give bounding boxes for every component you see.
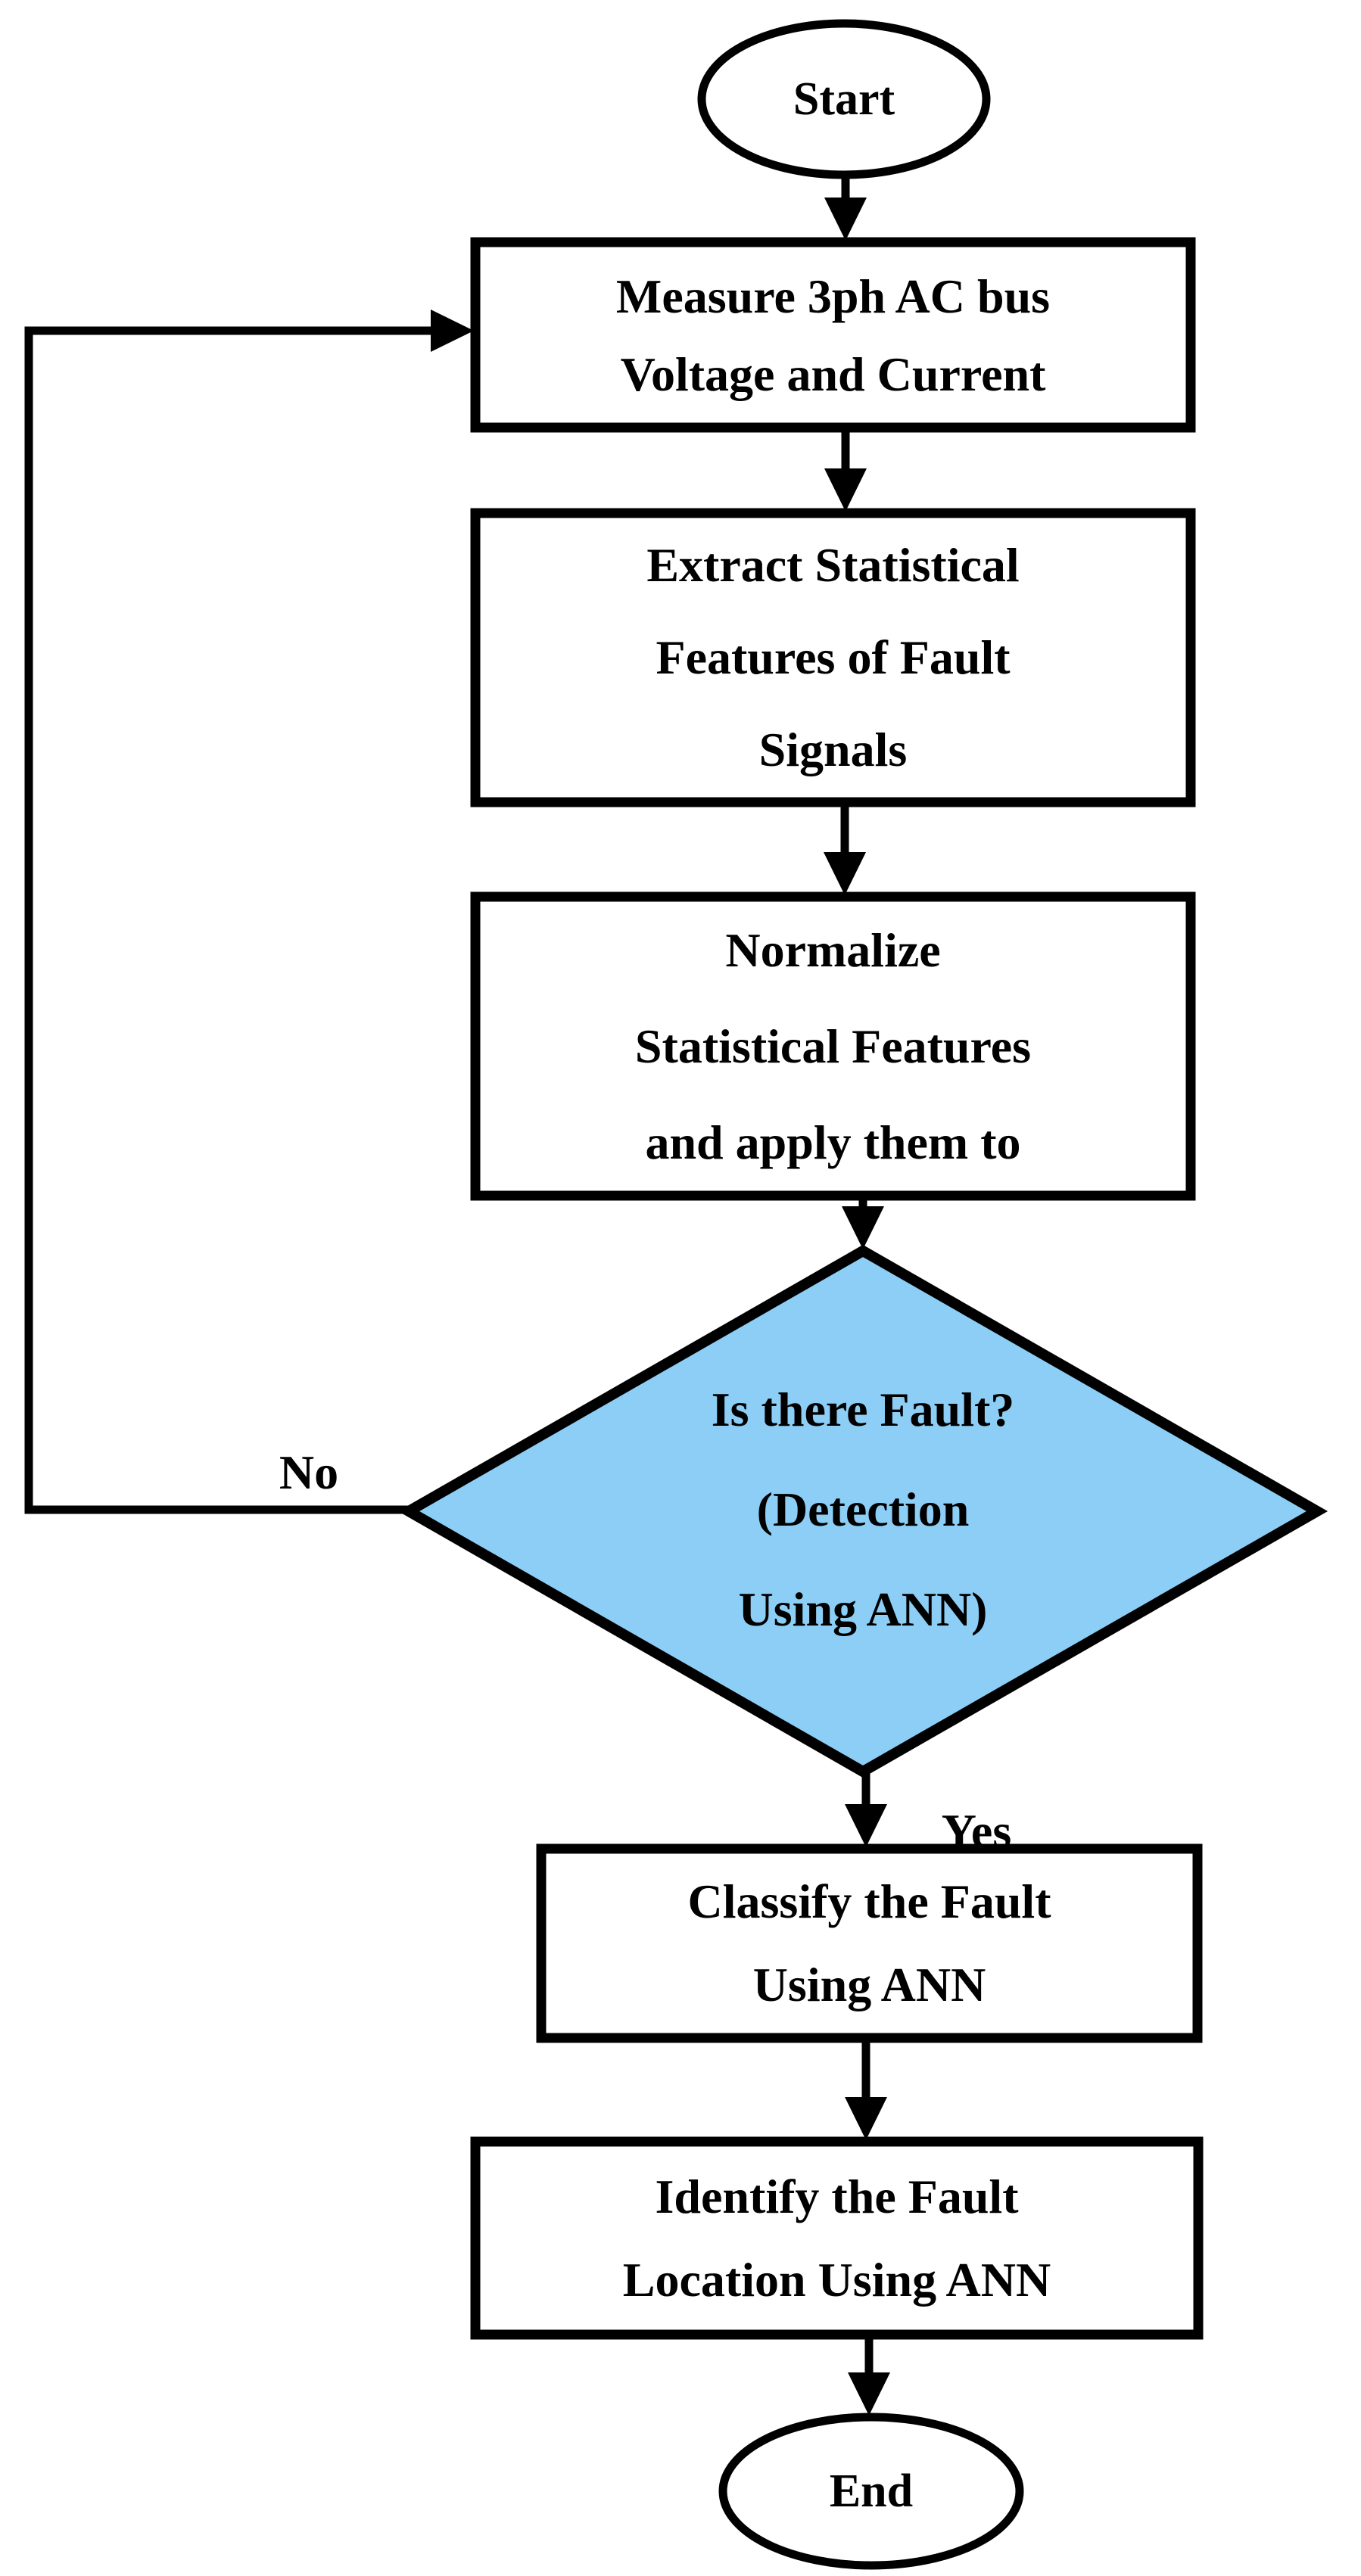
- arrowhead-normalize-to-decision: [842, 1206, 884, 1249]
- yes-branch-label: Yes: [941, 1804, 1012, 1858]
- text-line: and apply them to: [645, 1115, 1021, 1169]
- classify-node-text: Classify the Fault Using ANN: [541, 1849, 1197, 2038]
- process-box-extract: [470, 508, 1196, 807]
- decision-diamond: [397, 1244, 1328, 1778]
- text-line: Identify the Fault: [655, 2169, 1019, 2223]
- text-line: Normalize: [725, 923, 941, 977]
- arrowhead-measure-to-extract: [824, 468, 867, 512]
- process-box-normalize: [470, 891, 1196, 1201]
- text-line: Location Using ANN: [622, 2252, 1051, 2307]
- text-line: Statistical Features: [634, 1019, 1032, 1073]
- text-line: Signals: [758, 723, 908, 776]
- text-line: Using ANN: [752, 1958, 986, 2011]
- text-line: Voltage and Current: [620, 347, 1046, 401]
- text-line: Features of Fault: [656, 630, 1011, 684]
- identify-node-text: Identify the Fault Location Using ANN: [475, 2142, 1198, 2335]
- no-branch-label: No: [279, 1445, 339, 1499]
- measure-node-text: Measure 3ph AC bus Voltage and Current: [475, 242, 1191, 428]
- arrowhead-extract-to-normalize: [824, 852, 866, 895]
- extract-node-text: Extract Statistical Features of Fault Si…: [475, 513, 1191, 802]
- process-box-classify: [536, 1843, 1203, 2043]
- text-line: Using ANN): [738, 1582, 988, 1636]
- start-ellipse: [697, 19, 991, 179]
- normalize-node-text: Normalize Statistical Features and apply…: [475, 897, 1191, 1196]
- arrowhead-yes-to-classify: [845, 1804, 887, 1847]
- end-ellipse: [718, 2413, 1024, 2570]
- text-line: Classify the Fault: [687, 1874, 1051, 1928]
- arrowhead-classify-to-identify: [845, 2097, 887, 2140]
- end-label-text: End: [829, 2466, 914, 2517]
- text-line: Measure 3ph AC bus: [615, 269, 1051, 323]
- decision-node-text: Is there Fault? (Detection Using ANN): [484, 1358, 1241, 1661]
- text-line: Is there Fault?: [711, 1383, 1015, 1436]
- start-label-text: Start: [793, 73, 895, 125]
- text-line: (Detection: [756, 1482, 970, 1536]
- text-line: Extract Statistical: [646, 538, 1020, 592]
- arrowhead-no-loop: [431, 310, 474, 352]
- edge-no-loop: [24, 326, 433, 1514]
- arrowhead-start-to-measure: [824, 198, 867, 241]
- end-node-label: End: [723, 2417, 1020, 2565]
- process-box-measure: [470, 237, 1196, 433]
- process-box-identify: [470, 2136, 1204, 2340]
- start-node-label: Start: [702, 23, 986, 175]
- arrowhead-identify-to-end: [848, 2372, 890, 2416]
